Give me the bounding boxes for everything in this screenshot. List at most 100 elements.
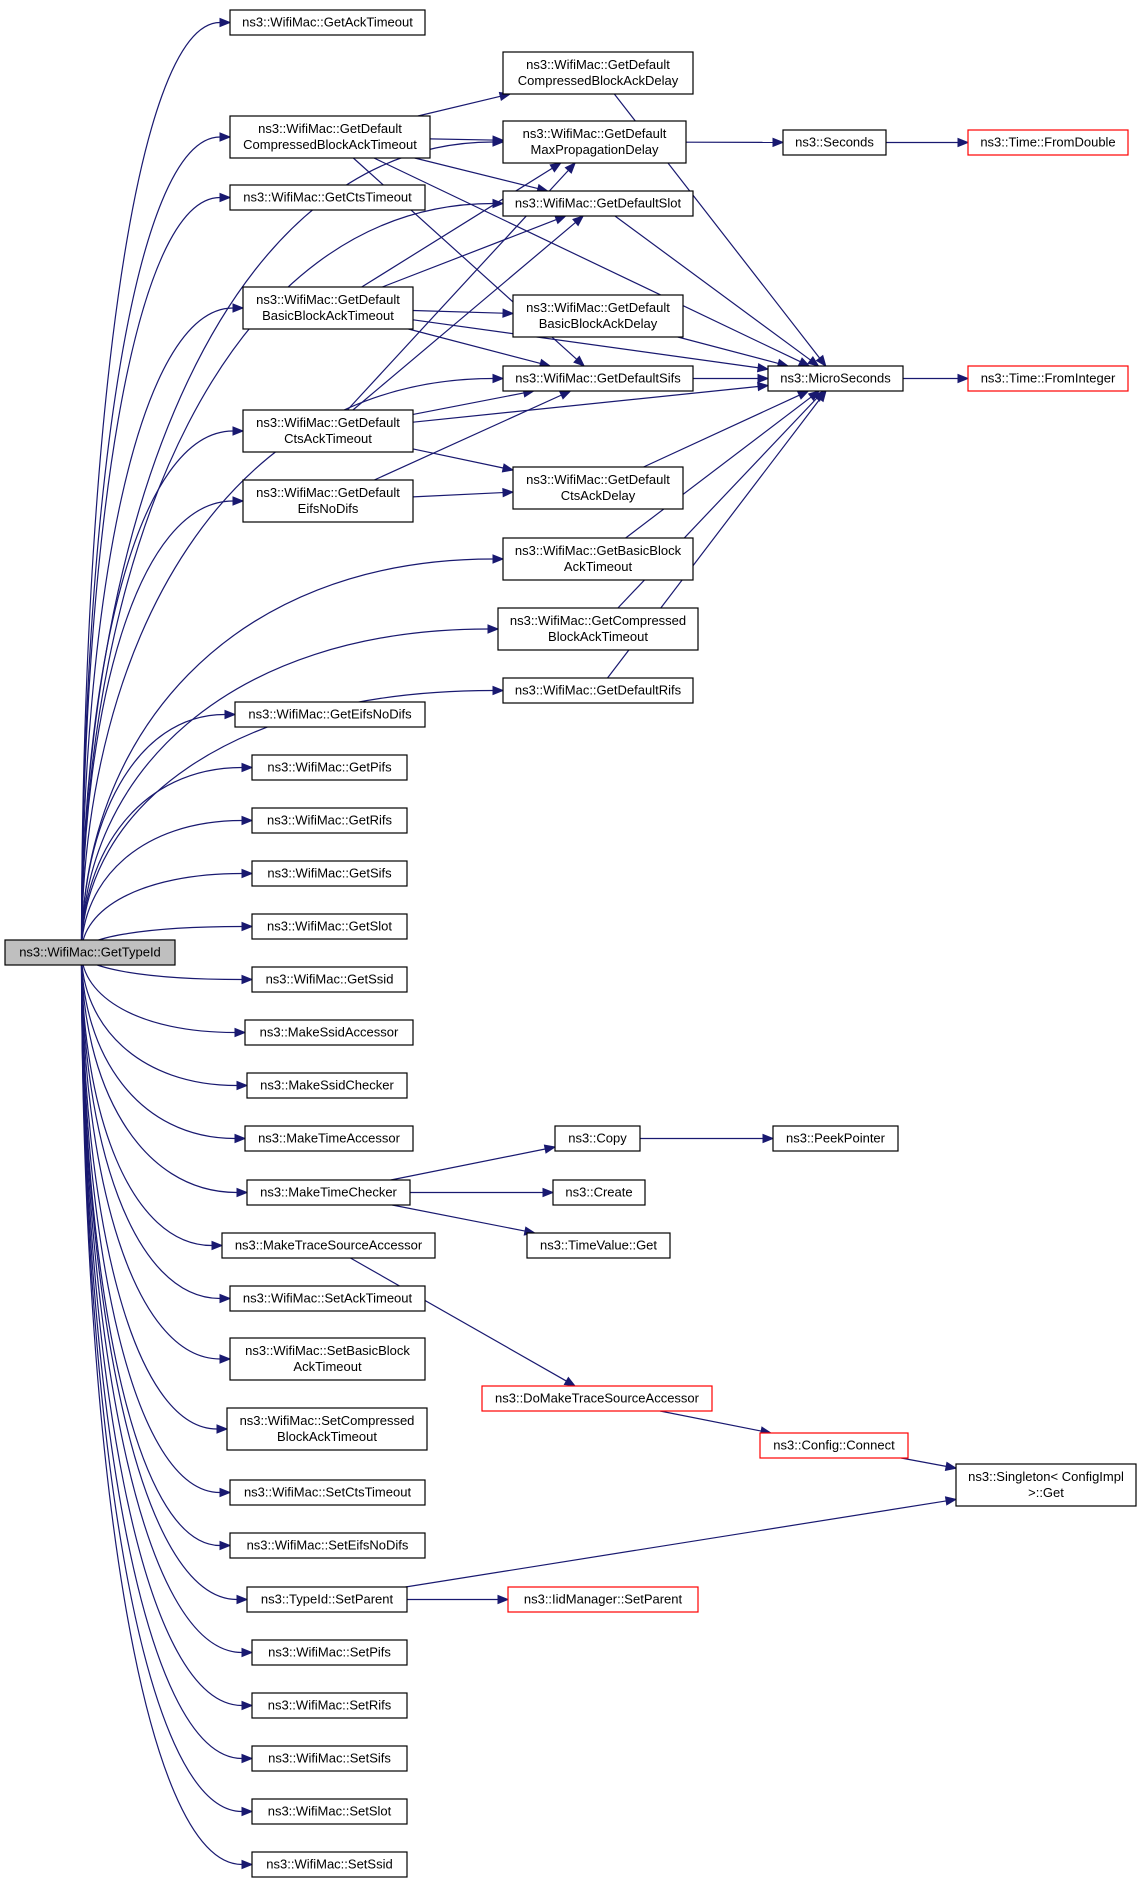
edge-root-to-getDefBasicBATimeout <box>80 307 234 953</box>
node-label: ns3::WifiMac::GetEifsNoDifs <box>248 707 412 722</box>
node-box <box>251 1692 408 1719</box>
node-seconds[interactable]: ns3::Seconds <box>782 129 887 156</box>
node-box <box>251 1798 408 1825</box>
node-doMakeTraceSrcAccessor[interactable]: ns3::DoMakeTraceSourceAccessor <box>481 1385 713 1412</box>
node-getDefCompBADelay[interactable]: ns3::WifiMac::GetDefaultCompressedBlockA… <box>502 51 694 95</box>
node-getDefMaxPropDelay[interactable]: ns3::WifiMac::GetDefaultMaxPropagationDe… <box>502 120 687 164</box>
node-box <box>244 1019 414 1046</box>
node-box <box>967 365 1129 392</box>
node-singletonGet[interactable]: ns3::Singleton< ConfigImpl >::Get <box>955 1463 1137 1507</box>
node-getDefBasicBADelay[interactable]: ns3::WifiMac::GetDefaultBasicBlockAckDel… <box>512 294 684 338</box>
arrowhead-getDefCompBADelay-to-microSeconds <box>815 354 827 368</box>
edge-typeIdSetParent-to-singletonGet <box>405 1500 947 1588</box>
node-box <box>512 294 684 338</box>
node-label: EifsNoDifs <box>298 501 359 516</box>
node-box <box>244 1125 414 1152</box>
node-box <box>251 913 408 940</box>
edge-getDefCtsAckTimeout-to-getDefSifs <box>412 392 525 416</box>
node-setRifs[interactable]: ns3::WifiMac::SetRifs <box>251 1692 408 1719</box>
edge-configConnect-to-singletonGet <box>900 1457 947 1467</box>
node-fromInteger[interactable]: ns3::Time::FromInteger <box>967 365 1129 392</box>
node-getSifs[interactable]: ns3::WifiMac::GetSifs <box>251 860 408 887</box>
arrowhead-root-to-getRifs <box>241 815 254 826</box>
node-fromDouble[interactable]: ns3::Time::FromDouble <box>967 129 1129 156</box>
node-copy[interactable]: ns3::Copy <box>554 1125 641 1152</box>
node-makeSsidAccessor[interactable]: ns3::MakeSsidAccessor <box>244 1019 414 1046</box>
node-setSlot[interactable]: ns3::WifiMac::SetSlot <box>251 1798 408 1825</box>
node-timeValueGet[interactable]: ns3::TimeValue::Get <box>526 1232 671 1259</box>
node-getDefSlot[interactable]: ns3::WifiMac::GetDefaultSlot <box>502 190 694 217</box>
node-setPifs[interactable]: ns3::WifiMac::SetPifs <box>251 1639 408 1666</box>
node-getCtsTimeout[interactable]: ns3::WifiMac::GetCtsTimeout <box>229 184 426 211</box>
node-getSsid[interactable]: ns3::WifiMac::GetSsid <box>251 966 408 993</box>
node-box <box>251 1639 408 1666</box>
node-makeTimeChecker[interactable]: ns3::MakeTimeChecker <box>246 1179 411 1206</box>
arrowhead-root-to-getDefCtsAckTimeout <box>232 426 245 436</box>
arrowhead-getDefBasicBATimeout-to-getDefBasicBADelay <box>502 308 515 318</box>
edge-root-to-getDefMaxPropDelay <box>80 141 494 953</box>
edge-getBasicBATimeout-to-microSeconds <box>625 396 812 539</box>
node-configConnect[interactable]: ns3::Config::Connect <box>759 1432 909 1459</box>
node-getDefRifs[interactable]: ns3::WifiMac::GetDefaultRifs <box>502 677 694 704</box>
node-box <box>229 9 426 36</box>
node-label: CtsAckTimeout <box>284 431 372 446</box>
node-getPifs[interactable]: ns3::WifiMac::GetPifs <box>251 754 408 781</box>
node-label: ns3::WifiMac::SetEifsNoDifs <box>247 1538 409 1553</box>
node-makeSsidChecker[interactable]: ns3::MakeSsidChecker <box>246 1072 408 1099</box>
edge-doMakeTraceSrcAccessor-to-configConnect <box>659 1410 762 1432</box>
node-label: ns3::WifiMac::SetPifs <box>268 1645 391 1660</box>
edge-getDefCtsAckTimeout-to-getDefSlot <box>352 221 576 411</box>
node-create[interactable]: ns3::Create <box>552 1179 646 1206</box>
node-label: AckTimeout <box>293 1359 362 1374</box>
node-getDefSifs[interactable]: ns3::WifiMac::GetDefaultSifs <box>502 365 694 392</box>
node-getDefCompBATimeout[interactable]: ns3::WifiMac::GetDefaultCompressedBlockA… <box>229 115 431 159</box>
node-label: ns3::Time::FromDouble <box>980 135 1115 150</box>
node-setCompBATimeout[interactable]: ns3::WifiMac::SetCompressedBlockAckTimeo… <box>226 1407 428 1451</box>
node-getAckTimeout[interactable]: ns3::WifiMac::GetAckTimeout <box>229 9 426 36</box>
node-label: ns3::IidManager::SetParent <box>524 1592 683 1607</box>
node-getCompBATimeout[interactable]: ns3::WifiMac::GetCompressedBlockAckTimeo… <box>497 607 699 651</box>
node-box <box>251 860 408 887</box>
arrowhead-root-to-setSsid <box>241 1859 254 1870</box>
edge-root-to-getEifsNoDifs <box>80 713 226 953</box>
node-getEifsNoDifs[interactable]: ns3::WifiMac::GetEifsNoDifs <box>234 701 426 728</box>
edge-root-to-makeTimeChecker <box>80 952 238 1194</box>
node-setEifsNoDifs[interactable]: ns3::WifiMac::SetEifsNoDifs <box>229 1532 426 1559</box>
node-box <box>251 754 408 781</box>
node-makeTraceSrcAccessor[interactable]: ns3::MakeTraceSourceAccessor <box>221 1232 436 1259</box>
node-peekPointer[interactable]: ns3::PeekPointer <box>772 1125 899 1152</box>
node-microSeconds[interactable]: ns3::MicroSeconds <box>767 365 904 392</box>
arrowhead-root-to-makeSsidAccessor <box>234 1027 247 1038</box>
node-getRifs[interactable]: ns3::WifiMac::GetRifs <box>251 807 408 834</box>
node-setSifs[interactable]: ns3::WifiMac::SetSifs <box>251 1745 408 1772</box>
edge-getDefCompBATimeout-to-getDefMaxPropDelay <box>429 138 494 141</box>
node-root[interactable]: ns3::WifiMac::GetTypeId <box>4 939 176 966</box>
node-makeTimeAccessor[interactable]: ns3::MakeTimeAccessor <box>244 1125 414 1152</box>
node-setSsid[interactable]: ns3::WifiMac::SetSsid <box>251 1851 408 1878</box>
node-box <box>759 1432 909 1459</box>
arrowhead-typeIdSetParent-to-singletonGet <box>944 1496 958 1506</box>
node-setAckTimeout[interactable]: ns3::WifiMac::SetAckTimeout <box>229 1285 426 1312</box>
edge-root-to-setCompBATimeout <box>80 952 218 1430</box>
node-iidManagerSetParent[interactable]: ns3::IidManager::SetParent <box>507 1586 699 1613</box>
arrowhead-root-to-typeIdSetParent <box>236 1594 249 1605</box>
node-label: ns3::WifiMac::GetAckTimeout <box>242 15 413 30</box>
node-typeIdSetParent[interactable]: ns3::TypeId::SetParent <box>246 1586 408 1613</box>
edge-root-to-getCompBATimeout <box>80 628 489 953</box>
arrowhead-root-to-getCtsTimeout <box>219 192 232 203</box>
node-label: ns3::MakeTimeChecker <box>260 1185 397 1200</box>
node-box <box>242 409 414 453</box>
node-getDefBasicBATimeout[interactable]: ns3::WifiMac::GetDefaultBasicBlockAckTim… <box>242 286 414 330</box>
node-label: ns3::TypeId::SetParent <box>261 1592 394 1607</box>
edge-root-to-makeSsidAccessor <box>80 952 236 1034</box>
node-setCtsTimeout[interactable]: ns3::WifiMac::SetCtsTimeout <box>229 1479 426 1506</box>
edge-root-to-setSlot <box>80 952 243 1813</box>
edge-root-to-setAckTimeout <box>80 952 221 1300</box>
arrowhead-getDefRifs-to-microSeconds <box>815 389 827 403</box>
node-getSlot[interactable]: ns3::WifiMac::GetSlot <box>251 913 408 940</box>
